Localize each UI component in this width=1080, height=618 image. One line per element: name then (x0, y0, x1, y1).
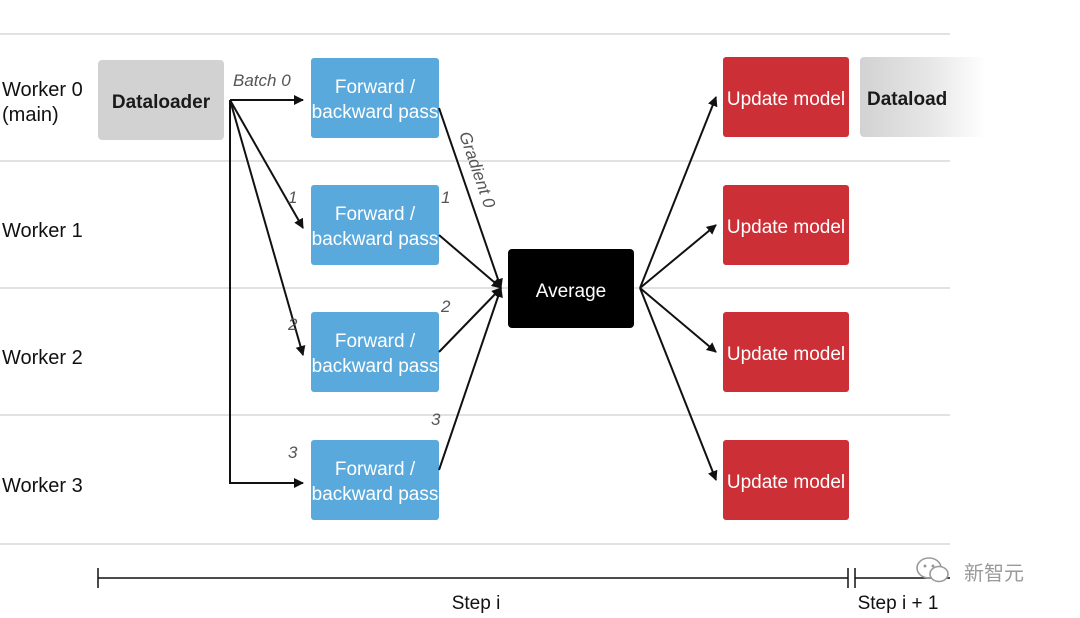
worker-3-label: Worker 3 (2, 475, 83, 497)
worker-1-label: Worker 1 (2, 220, 83, 242)
forward-box-line1: Forward / (335, 459, 416, 480)
average-box (508, 249, 634, 328)
update-model-label: Update model (727, 344, 845, 365)
update-model-node-3: Update model (723, 440, 849, 520)
batch-0-label: Batch 0 (233, 71, 291, 90)
average-label: Average (536, 281, 606, 302)
worker-0-label: Worker 0 (2, 79, 83, 101)
average-node: Average (508, 249, 634, 328)
update-model-label: Update model (727, 217, 845, 238)
update-model-node-0: Update model (723, 57, 849, 137)
next-dataloader-box (860, 57, 986, 137)
forward-box-line2: backward pass (312, 229, 439, 250)
worker-labels: Worker 0 (main) Worker 1 Worker 2 Worker… (2, 79, 83, 497)
update-model-node-1: Update model (723, 185, 849, 265)
broadcast-0-edge (639, 96, 718, 289)
gradient-2-edge (438, 287, 502, 353)
step-i-label: Step i (452, 593, 501, 614)
broadcast-1-edge (639, 224, 717, 289)
update-model-box (723, 312, 849, 392)
forward-box-line1: Forward / (335, 204, 416, 225)
forward-box-line1: Forward / (335, 77, 416, 98)
update-model-label: Update model (727, 472, 845, 493)
gradient-2-label: 2 (440, 297, 451, 316)
gradient-3-edge (438, 287, 503, 471)
step-next-label: Step i + 1 (858, 593, 939, 614)
update-model-nodes: Update model Update model Update model U… (723, 57, 849, 520)
forward-box-line2: backward pass (312, 102, 439, 123)
batch-1-edge (229, 99, 304, 229)
lane-separators (0, 33, 950, 545)
forward-backward-node-1: Forward / backward pass (311, 185, 439, 265)
batch-labels: Batch 0 1 2 3 (233, 71, 298, 462)
forward-box-line2: backward pass (312, 484, 439, 505)
forward-backward-box (311, 440, 439, 520)
gradient-edges (438, 107, 503, 471)
gradient-labels: Gradient 0 1 2 3 (431, 129, 499, 429)
next-dataloader-node: Dataload (860, 57, 986, 137)
batch-2-edge (229, 99, 306, 356)
forward-box-line1: Forward / (335, 331, 416, 352)
step-timeline: Step i Step i + 1 (97, 568, 950, 614)
batch-3-label: 3 (288, 443, 298, 462)
wechat-icon (916, 557, 949, 583)
batch-edges (229, 95, 306, 488)
forward-backward-box (311, 185, 439, 265)
gradient-0-edge (438, 107, 503, 289)
update-model-label: Update model (727, 89, 845, 110)
gradient-0-label: Gradient 0 (455, 129, 499, 211)
update-model-box (723, 440, 849, 520)
worker-0-sublabel: (main) (2, 104, 59, 126)
gradient-1-label: 1 (441, 188, 450, 207)
broadcast-3-edge (639, 287, 718, 481)
forward-backward-nodes: Forward / backward pass Forward / backwa… (311, 58, 439, 520)
update-model-node-2: Update model (723, 312, 849, 392)
forward-backward-box (311, 312, 439, 392)
forward-box-line2: backward pass (312, 356, 439, 377)
dataloader-box (98, 60, 224, 140)
batch-2-label: 2 (287, 315, 298, 334)
forward-backward-box (311, 58, 439, 138)
gradient-1-edge (438, 234, 502, 289)
forward-backward-node-0: Forward / backward pass (311, 58, 439, 138)
dataloader-label: Dataloader (112, 92, 211, 113)
broadcast-edges (639, 96, 718, 481)
batch-1-label: 1 (288, 188, 297, 207)
batch-3-edge (229, 100, 304, 488)
forward-backward-node-2: Forward / backward pass (311, 312, 439, 392)
worker-2-label: Worker 2 (2, 347, 83, 369)
watermark: 新智元 (916, 557, 1024, 585)
update-model-box (723, 185, 849, 265)
gradient-3-label: 3 (431, 410, 441, 429)
forward-backward-node-3: Forward / backward pass (311, 440, 439, 520)
next-dataloader-label: Dataload (867, 89, 947, 110)
dataloader-node: Dataloader (98, 60, 224, 140)
watermark-text: 新智元 (964, 561, 1024, 585)
update-model-box (723, 57, 849, 137)
broadcast-2-edge (639, 287, 717, 353)
